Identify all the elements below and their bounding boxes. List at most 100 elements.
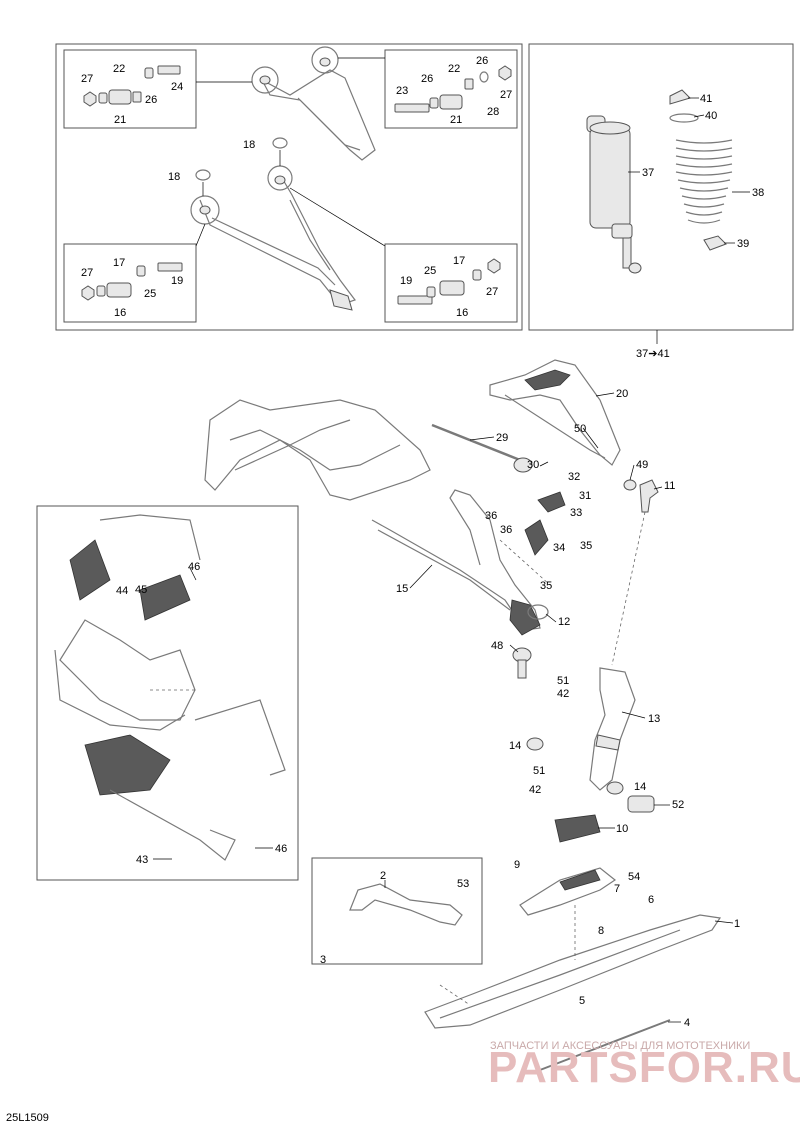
callout-37-to-41: 37➔41 [636,348,670,360]
callout-2: 2 [380,870,386,882]
callout-10: 10 [616,823,628,835]
upper-a-arm-illustration [489,359,621,466]
callout-21: 21 [450,114,462,126]
callout-27: 27 [81,267,93,279]
watermark-caption: ЗАПЧАСТИ И АКСЕССУАРЫ ДЛЯ МОТОТЕХНИКИ [490,1040,750,1052]
callout-39: 39 [737,238,749,250]
wear-pad-10 [554,814,601,843]
callout-40: 40 [705,110,717,122]
callout-28: 28 [487,106,499,118]
callout-17: 17 [453,255,465,267]
callout-22: 22 [448,63,460,75]
bushing-14-upper [526,737,544,751]
ball-joint-48 [512,647,532,679]
callout-6: 6 [648,894,654,906]
callout-27: 27 [486,286,498,298]
runner-bracket-54 [519,867,617,916]
callout-52: 52 [672,799,684,811]
callout-36: 36 [500,524,512,536]
callout-11: 11 [664,480,675,492]
runner-handle-frame [311,857,483,965]
callout-51: 51 [533,765,545,777]
callout-51: 51 [557,675,569,687]
callout-41: 41 [700,93,712,105]
callout-16: 16 [114,307,126,319]
callout-22: 22 [113,63,125,75]
watermark-brand: PARTSFOR.RU [488,1043,800,1092]
carbide-wear-bar-4 [539,1019,671,1071]
spindle-illustration [589,667,636,791]
handle-2-illustration [349,883,463,926]
callout-21: 21 [114,114,126,126]
link-plate-31 [524,491,566,556]
callout-9: 9 [514,859,520,871]
callout-20: 20 [616,388,628,400]
callout-24: 24 [171,81,183,93]
callout-26: 26 [421,73,433,85]
hw-box-top-left [63,49,197,129]
callout-12: 12 [558,616,570,628]
callout-35: 35 [540,580,552,592]
callout-48: 48 [491,640,503,652]
callout-18: 18 [168,171,180,183]
callout-44: 44 [116,585,128,597]
hw-box-bottom-left [63,243,197,323]
arm-hardware-frame [55,43,523,331]
callout-42: 42 [529,784,541,796]
callout-19: 19 [400,275,412,287]
callout-29: 29 [496,432,508,444]
diagram-code: 25L1509 [6,1112,49,1124]
callout-54: 54 [628,871,640,883]
shock-assembly-frame [528,43,794,331]
callout-25: 25 [424,265,436,277]
callout-43: 43 [136,854,148,866]
callout-27: 27 [81,73,93,85]
upper-arm-illustration [251,46,376,161]
callout-15: 15 [396,583,408,595]
frame-detail-illustration [54,514,286,861]
callout-38: 38 [752,187,764,199]
callout-50: 50 [574,423,586,435]
chassis-ghost-illustration [204,399,431,501]
callout-45: 45 [135,584,147,596]
hardware-stack-top-left [83,65,181,107]
callout-46: 46 [188,561,200,573]
callout-25: 25 [144,288,156,300]
tie-rod-illustration [431,423,533,473]
callout-32: 32 [568,471,580,483]
callout-14: 14 [634,781,646,793]
washer-18-top [272,137,288,149]
bushing-14-lower [606,781,624,795]
callout-53: 53 [457,878,469,890]
ring-12 [527,604,549,620]
callout-5: 5 [579,995,585,1007]
ball-joint-49 [623,479,637,491]
callout-1: 1 [734,918,740,930]
callout-8: 8 [598,925,604,937]
callout-46: 46 [275,843,287,855]
callout-49: 49 [636,459,648,471]
hardware-stack-bottom-left [81,262,183,301]
callout-23: 23 [396,85,408,97]
callout-30: 30 [527,459,539,471]
bushing-52 [627,795,655,813]
callout-19: 19 [171,275,183,287]
hw-box-top-right [384,49,518,129]
callout-17: 17 [113,257,125,269]
ball-joint-11 [639,479,659,513]
callout-14: 14 [509,740,521,752]
callout-34: 34 [553,542,565,554]
callout-3: 3 [320,954,326,966]
shock-absorber-illustration [586,115,642,274]
hardware-stack-top-right [394,65,512,113]
hardware-stack-bottom-right [397,258,501,305]
callout-31: 31 [579,490,591,502]
spring-illustration [669,89,733,251]
frame-detail-frame [36,505,299,881]
callout-27: 27 [500,89,512,101]
callout-18: 18 [243,139,255,151]
lower-arm-illustration [190,165,356,311]
callout-33: 33 [570,507,582,519]
callout-26: 26 [145,94,157,106]
